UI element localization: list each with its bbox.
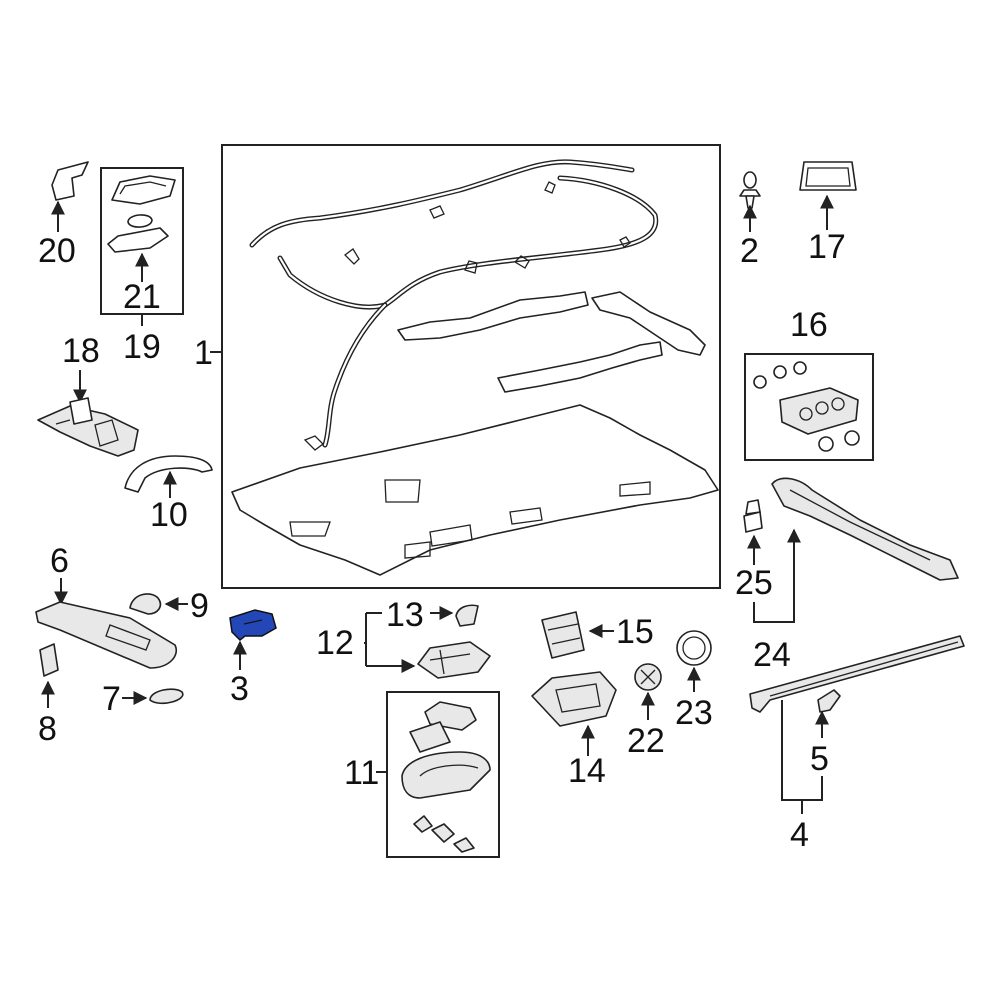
bracket-24 bbox=[753, 528, 801, 623]
part-16-box bbox=[744, 353, 874, 461]
part-2-clip[interactable] bbox=[739, 171, 761, 209]
part-11-overhead-console[interactable] bbox=[401, 701, 491, 853]
callout-8: 8 bbox=[38, 710, 57, 748]
callout-1: 1 bbox=[194, 334, 213, 372]
part-19-console[interactable] bbox=[107, 175, 176, 253]
part-12-lamp[interactable] bbox=[417, 641, 491, 679]
part-17-lens[interactable] bbox=[799, 161, 857, 191]
part-4-roof-rail-trim[interactable] bbox=[749, 635, 965, 713]
callout-13: 13 bbox=[386, 596, 424, 634]
roof-brackets bbox=[397, 291, 706, 393]
wiring-harness bbox=[249, 159, 659, 451]
callout-21: 21 bbox=[123, 278, 161, 316]
callout-6: 6 bbox=[50, 542, 69, 580]
callout-12: 12 bbox=[316, 624, 354, 662]
callout-5: 5 bbox=[810, 740, 829, 778]
headliner-assembly-group[interactable] bbox=[221, 144, 721, 589]
callout-4: 4 bbox=[790, 816, 809, 854]
headliner-box bbox=[221, 144, 721, 589]
part-9-visor-mount[interactable] bbox=[129, 593, 162, 615]
part-15-switch-panel[interactable] bbox=[541, 611, 585, 659]
part-5-clip[interactable] bbox=[817, 689, 841, 713]
callout-24: 24 bbox=[753, 636, 791, 674]
callout-14: 14 bbox=[568, 752, 606, 790]
part-3-highlighted-clip[interactable] bbox=[229, 609, 277, 642]
part-13-cover[interactable] bbox=[455, 604, 479, 627]
part-25-clip[interactable] bbox=[743, 499, 763, 533]
headliner-panel bbox=[231, 404, 719, 576]
callout-7: 7 bbox=[102, 680, 121, 718]
callout-10: 10 bbox=[150, 496, 188, 534]
part-20-bracket[interactable] bbox=[51, 161, 89, 201]
callout-18: 18 bbox=[62, 332, 100, 370]
part-10-grab-handle[interactable] bbox=[124, 455, 213, 493]
callout-9: 9 bbox=[190, 587, 209, 625]
part-23-grommet[interactable] bbox=[676, 630, 712, 666]
callout-20: 20 bbox=[38, 232, 76, 270]
callout-25: 25 bbox=[735, 564, 773, 602]
part-7-mirror-cover[interactable] bbox=[149, 688, 184, 705]
bracket-4 bbox=[781, 700, 823, 814]
callout-15: 15 bbox=[616, 613, 654, 651]
callout-17: 17 bbox=[808, 228, 846, 266]
part-14-map-lamp-housing[interactable] bbox=[531, 671, 617, 727]
bracket-12 bbox=[364, 612, 404, 667]
part-22-cap[interactable] bbox=[634, 663, 662, 691]
callout-23: 23 bbox=[675, 694, 713, 732]
part-24-pillar-trim[interactable] bbox=[771, 477, 959, 581]
part-6-sun-visor[interactable] bbox=[35, 601, 177, 669]
callout-22: 22 bbox=[627, 722, 665, 760]
callout-11: 11 bbox=[344, 754, 379, 792]
part-18-mount[interactable] bbox=[37, 397, 139, 457]
callout-2: 2 bbox=[740, 232, 759, 270]
part-16-switch-assembly[interactable] bbox=[753, 361, 860, 452]
part-8-visor-clip[interactable] bbox=[39, 643, 59, 677]
part-11-box bbox=[386, 691, 500, 858]
callout-16: 16 bbox=[790, 306, 828, 344]
callout-19: 19 bbox=[123, 328, 161, 366]
callout-3: 3 bbox=[230, 670, 249, 708]
